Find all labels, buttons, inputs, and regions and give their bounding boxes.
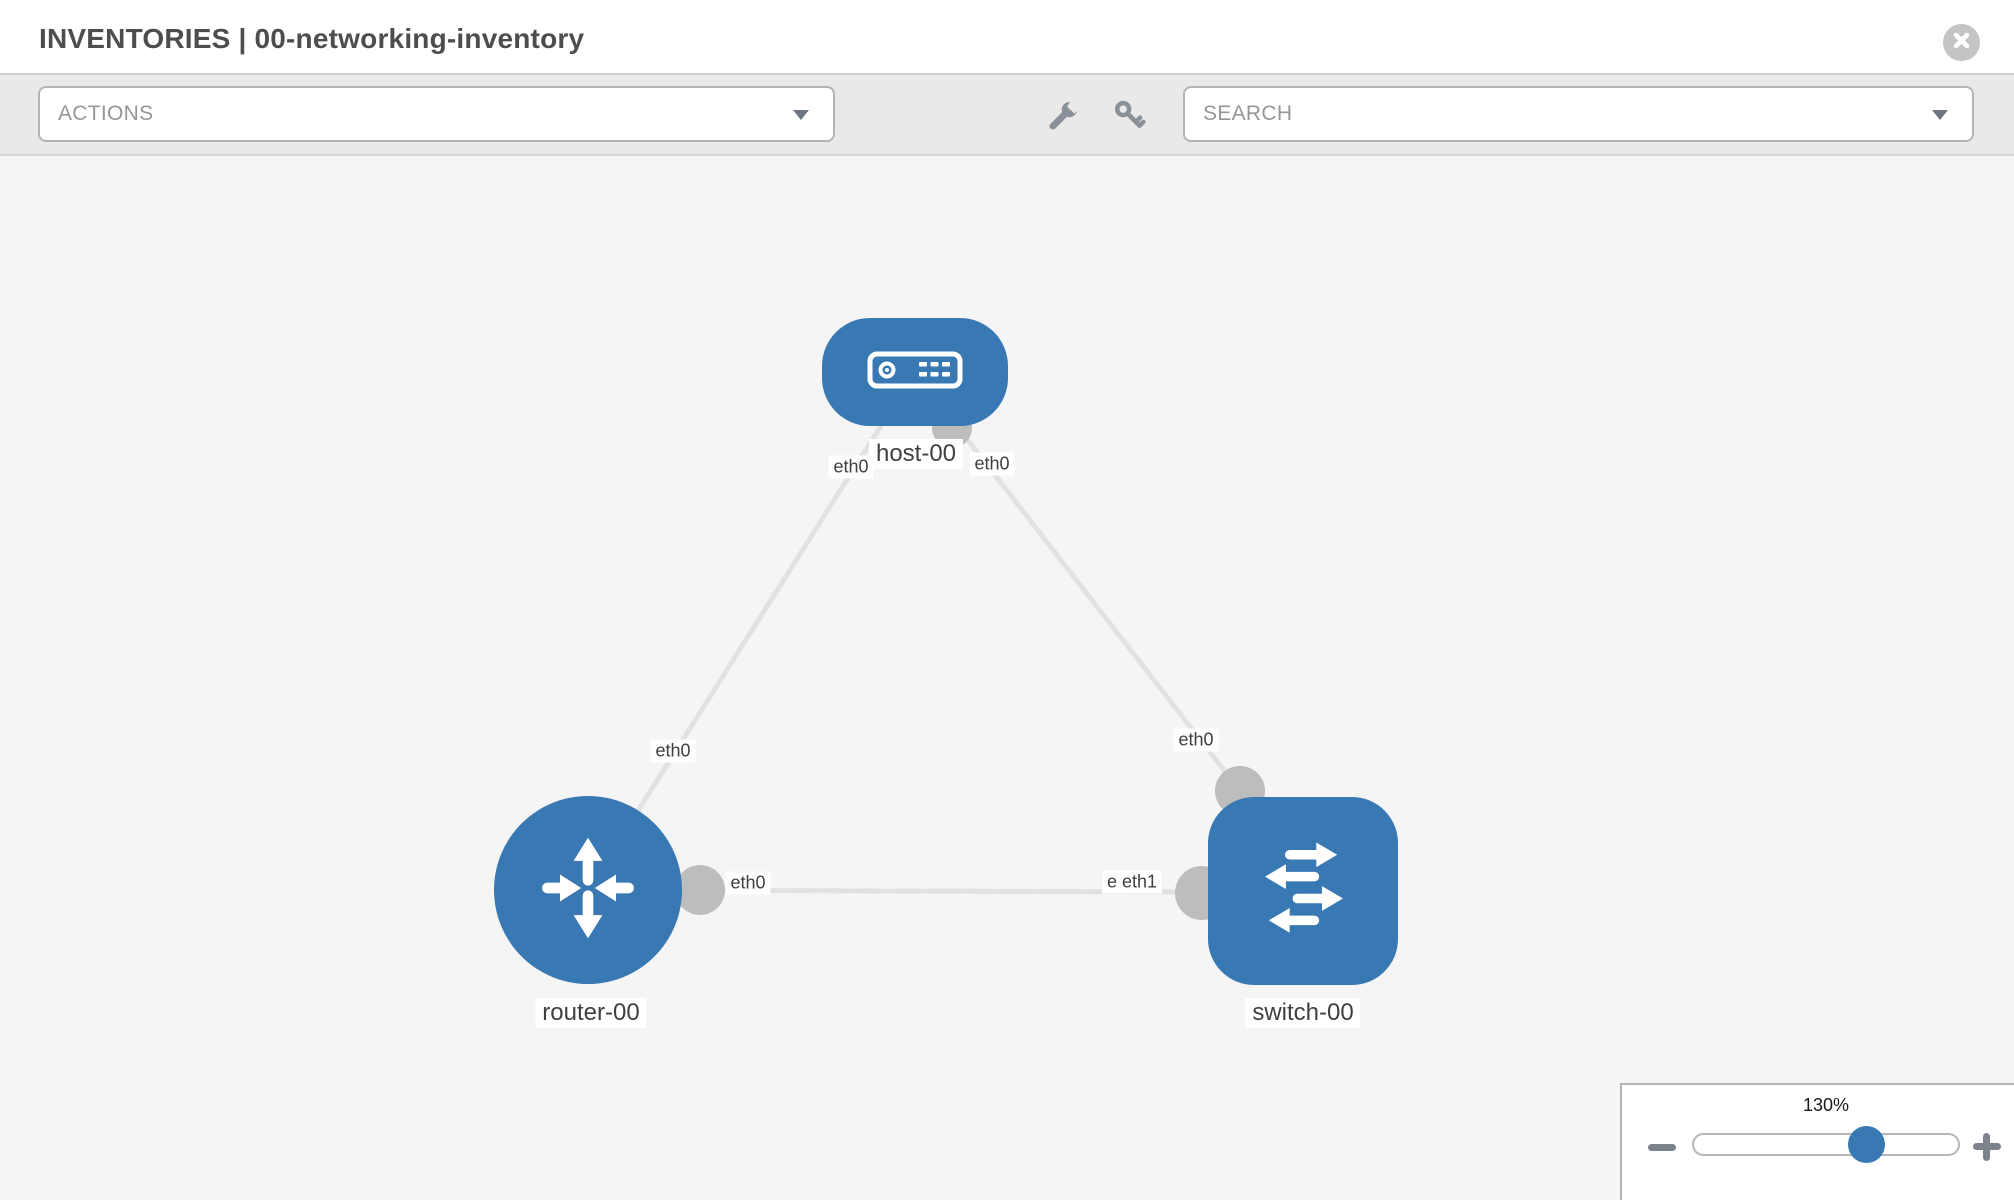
search-dropdown[interactable]: SEARCH [1183,86,1974,142]
iface-label-host-to-router: eth0 [828,455,874,479]
chevron-down-icon [1932,110,1948,120]
node-label-host: host-00 [868,439,964,469]
node-host-00[interactable] [822,318,1008,426]
wrench-button[interactable] [1046,99,1080,133]
iface-label-router-to-host: eth0 [650,739,696,763]
server-icon [867,351,963,394]
iface-label-host-to-switch: eth0 [969,452,1015,476]
minus-icon [1648,1144,1676,1151]
zoom-out-button[interactable] [1648,1138,1676,1156]
zoom-slider-thumb[interactable] [1848,1126,1885,1163]
node-switch-00[interactable] [1208,797,1398,985]
iface-label-switch-to-router: eth1 [1117,870,1163,894]
node-label-router: router-00 [535,998,647,1028]
close-icon [1953,32,1970,54]
actions-dropdown-label: ACTIONS [58,102,154,125]
page-title: INVENTORIES | 00-networking-inventory [39,23,585,54]
search-dropdown-label: SEARCH [1203,102,1293,125]
iface-label-router-to-switch: eth0 [725,871,771,895]
key-button[interactable] [1112,99,1146,133]
node-router-00[interactable] [494,796,682,984]
chevron-down-icon [793,110,809,120]
key-icon [1112,100,1146,137]
link-host-switch[interactable] [913,370,1242,793]
topology-canvas[interactable]: host-00 router-00 switch-00 eth0 eth0 et… [0,156,2014,1200]
wrench-icon [1046,101,1080,137]
topology-links-layer [585,370,1265,920]
node-label-switch: switch-00 [1245,998,1361,1028]
zoom-control-panel: 130% [1620,1083,2014,1200]
zoom-percent-label: 130% [1802,1095,1850,1115]
zoom-in-button[interactable] [1973,1133,2001,1161]
iface-label-switch-to-host: eth0 [1173,728,1219,752]
toolbar: ACTIONS [0,73,2014,156]
interface-dot-router[interactable] [675,865,725,915]
router-arrows-icon [530,830,646,951]
switch-arrows-icon [1246,832,1360,951]
actions-dropdown[interactable]: ACTIONS [38,86,835,142]
header: INVENTORIES | 00-networking-inventory [0,0,2014,73]
zoom-slider-track[interactable] [1692,1133,1960,1156]
close-button[interactable] [1943,24,1980,61]
